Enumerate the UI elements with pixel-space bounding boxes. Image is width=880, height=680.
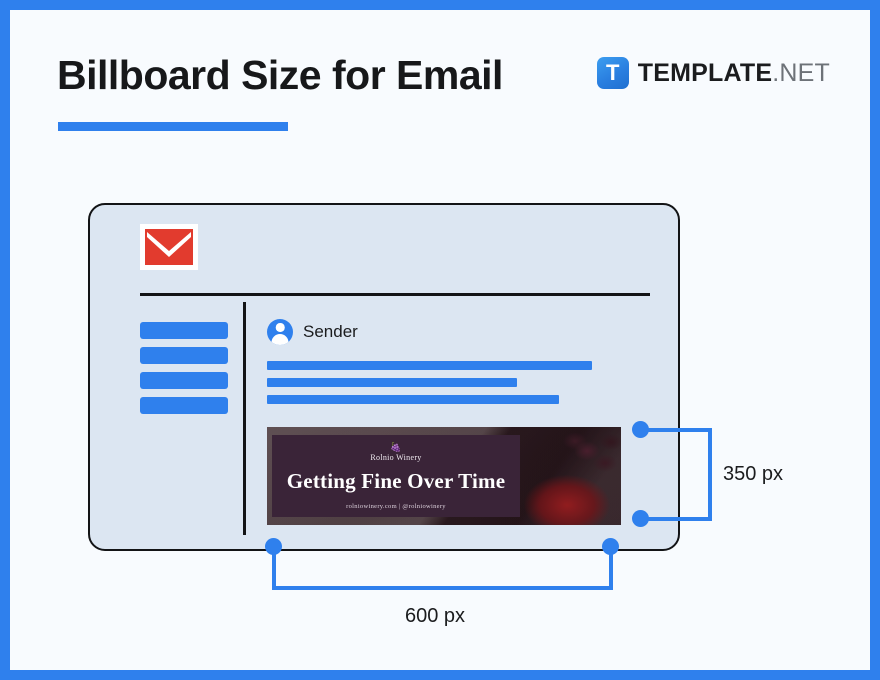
measure-dot-bottom-left <box>265 538 282 555</box>
vertical-divider <box>243 302 246 535</box>
measure-line-horizontal <box>271 586 613 590</box>
measure-dot-bottom-right <box>632 510 649 527</box>
email-client-mockup: Sender 🍇 Rolnio Winery Getting Fine Over… <box>88 203 680 551</box>
sidebar-item-placeholder[interactable] <box>140 347 228 364</box>
mockup-sidebar <box>140 322 228 414</box>
text-line-placeholder <box>267 378 517 387</box>
brand-name-main: TEMPLATE <box>637 58 773 87</box>
gmail-envelope-icon <box>140 224 198 270</box>
banner-text-overlay: 🍇 Rolnio Winery Getting Fine Over Time r… <box>272 435 520 517</box>
grape-cluster-icon: 🍇 <box>390 441 402 452</box>
sidebar-item-placeholder[interactable] <box>140 322 228 339</box>
brand-name-tld: .NET <box>772 58 830 87</box>
measure-leader-top <box>646 427 712 432</box>
measure-dot-top-right <box>632 421 649 438</box>
sidebar-item-placeholder[interactable] <box>140 372 228 389</box>
email-billboard-banner: 🍇 Rolnio Winery Getting Fine Over Time r… <box>267 427 621 525</box>
page-canvas: Billboard Size for Email T TEMPLATE .NET… <box>10 10 870 670</box>
width-measurement-label: 600 px <box>405 605 466 627</box>
title-underline <box>58 122 288 131</box>
height-measurement-label: 350 px <box>723 463 784 485</box>
page-title: Billboard Size for Email <box>57 52 503 98</box>
card-divider <box>140 293 650 296</box>
brand-logo: T TEMPLATE .NET <box>596 57 830 89</box>
sidebar-item-placeholder[interactable] <box>140 397 228 414</box>
text-line-placeholder <box>267 361 592 370</box>
measure-leader-left <box>271 552 276 590</box>
measure-line-vertical <box>708 427 712 521</box>
banner-winery-name: Rolnio Winery <box>370 452 422 462</box>
measure-leader-bottom <box>646 516 712 521</box>
measure-dot-bottom-right-2 <box>602 538 619 555</box>
message-body-placeholder <box>267 361 592 404</box>
template-logo-icon: T <box>596 57 629 89</box>
user-avatar-icon <box>267 319 293 345</box>
sender-row: Sender <box>267 319 358 345</box>
sender-label: Sender <box>303 322 358 341</box>
banner-headline: Getting Fine Over Time <box>286 468 506 493</box>
banner-footer-contact: rolniowinery.com | @rolniowinery <box>346 502 446 510</box>
brand-name: TEMPLATE .NET <box>638 59 830 88</box>
measure-leader-right <box>608 552 613 590</box>
text-line-placeholder <box>267 395 559 404</box>
